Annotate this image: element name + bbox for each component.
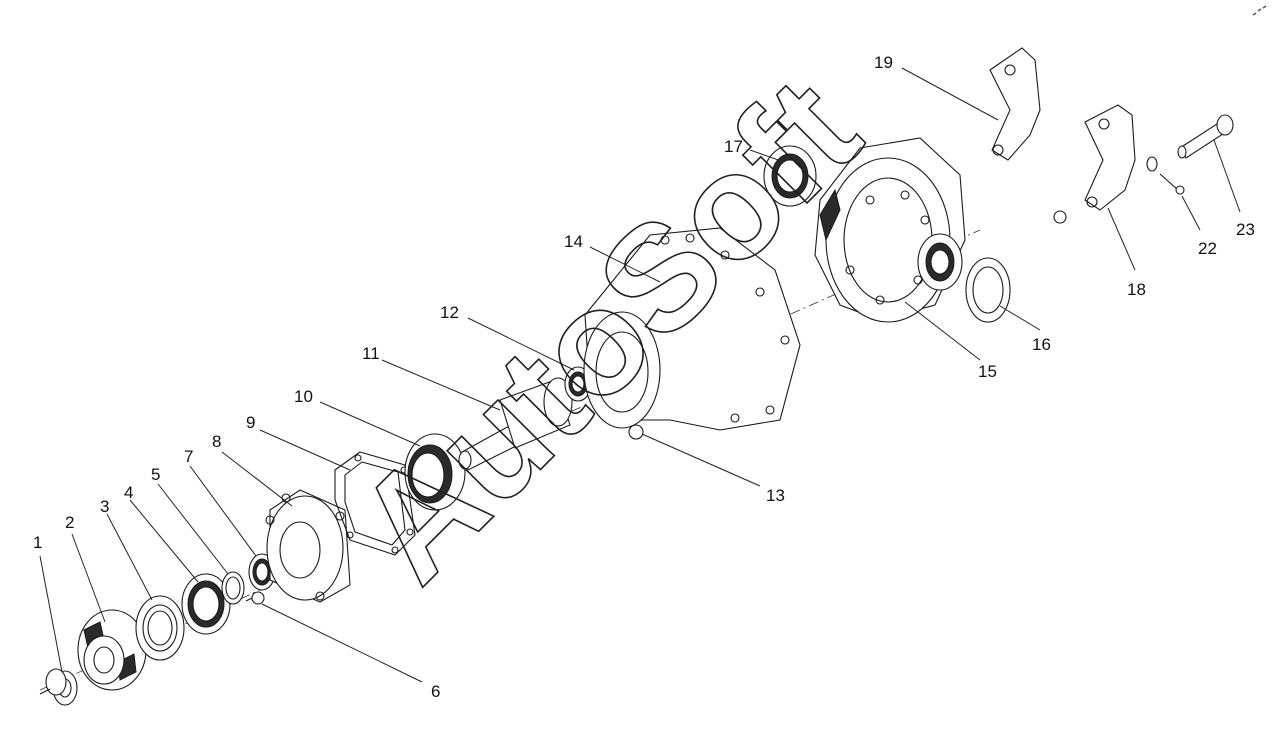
callout-6: 6 (431, 682, 440, 701)
callout-1: 1 (33, 533, 42, 552)
callout-8: 8 (212, 432, 221, 451)
corner-mark (1252, 5, 1267, 16)
leader-lines (39, 67, 1241, 683)
part-16-ring (965, 257, 1011, 323)
callout-2: 2 (65, 513, 74, 532)
part-22-bolt (1146, 156, 1185, 195)
callout-labels: 1 2 3 4 5 6 7 8 9 10 11 12 13 14 15 16 1… (33, 53, 1255, 701)
part-6-bolt (245, 591, 265, 605)
callout-4: 4 (124, 483, 133, 502)
part-8-housing (265, 489, 351, 603)
part-3-seal (135, 595, 185, 661)
callout-5: 5 (151, 465, 160, 484)
part-11-pinion (458, 377, 573, 471)
part-18-bearing-cap (1053, 104, 1136, 224)
part-17-bearing-cup (763, 145, 817, 207)
callout-13: 13 (766, 486, 785, 505)
callout-10: 10 (294, 387, 313, 406)
part-1-nut (39, 668, 78, 706)
part-19-bearing-cap (989, 47, 1041, 161)
watermark: AutoSoft (324, 46, 890, 612)
part-14-carrier-housing (583, 227, 801, 431)
part-5-ring (221, 571, 245, 605)
callout-18: 18 (1127, 280, 1146, 299)
callout-22: 22 (1198, 239, 1217, 258)
part-7-ring (248, 553, 276, 591)
part-4-bearing (181, 573, 231, 635)
callout-9: 9 (246, 413, 255, 432)
callout-19: 19 (874, 53, 893, 72)
callout-11: 11 (362, 344, 380, 363)
callout-23: 23 (1236, 220, 1255, 239)
callout-12: 12 (440, 303, 459, 322)
part-9-gasket (334, 451, 416, 556)
callout-17: 17 (724, 137, 743, 156)
part-23-bolt (1177, 114, 1234, 159)
callout-16: 16 (1032, 335, 1051, 354)
callout-7: 7 (184, 447, 193, 466)
part-13-plug (628, 424, 644, 440)
part-15-differential (814, 137, 966, 323)
part-10-bearing-cup (404, 433, 466, 511)
callout-3: 3 (100, 497, 109, 516)
callout-14: 14 (564, 232, 583, 251)
callout-15: 15 (978, 362, 997, 381)
